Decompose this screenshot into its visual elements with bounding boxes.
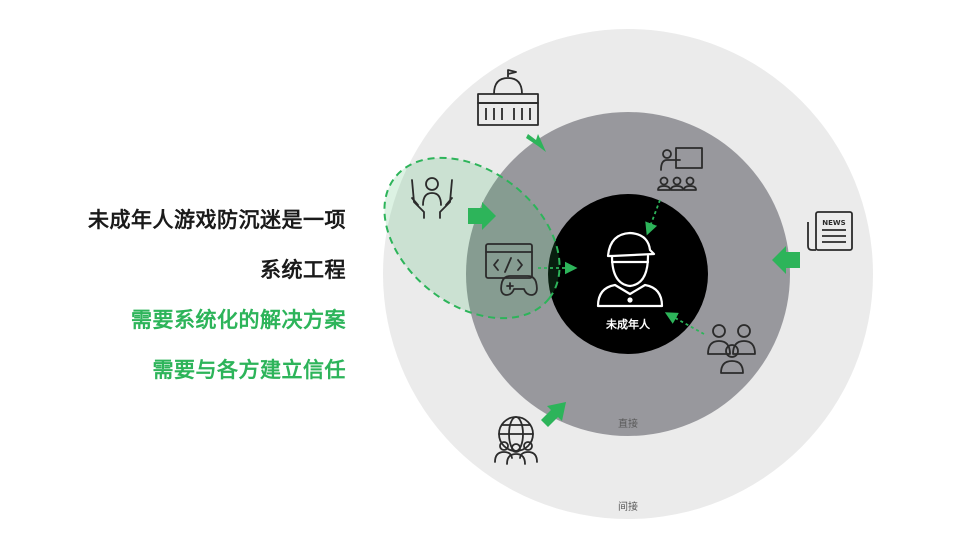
arrow-government — [526, 134, 546, 152]
headline-line-2: 系统工程 — [260, 258, 346, 282]
headline-line-3: 需要系统化的解决方案 — [131, 308, 346, 332]
arrow-society — [541, 402, 566, 427]
globe-people-icon — [494, 416, 538, 465]
teacher-classroom-icon — [657, 147, 703, 191]
outer-ring-label: 间接 — [618, 500, 638, 513]
arrow-news — [772, 246, 800, 274]
news-icon — [807, 211, 853, 251]
arrow-parents — [468, 202, 496, 230]
headline-text-block: 未成年人游戏防沉迷是一项 系统工程 需要系统化的解决方案 需要与各方建立信任 — [88, 208, 346, 408]
headline-line-1: 未成年人游戏防沉迷是一项 — [88, 208, 346, 232]
government-building-icon — [477, 69, 539, 126]
news-icon-lettering: NEWS — [822, 219, 845, 227]
people-group-icon — [707, 324, 756, 374]
center-label: 未成年人 — [605, 317, 651, 331]
dashed-arrow-community — [664, 312, 705, 335]
parents-hands-icon — [411, 177, 453, 219]
inner-ring-label: 直接 — [618, 417, 638, 430]
minor-with-cap-icon — [596, 231, 664, 308]
game-code-controller-icon — [485, 243, 538, 296]
headline-line-4: 需要与各方建立信任 — [152, 358, 346, 382]
